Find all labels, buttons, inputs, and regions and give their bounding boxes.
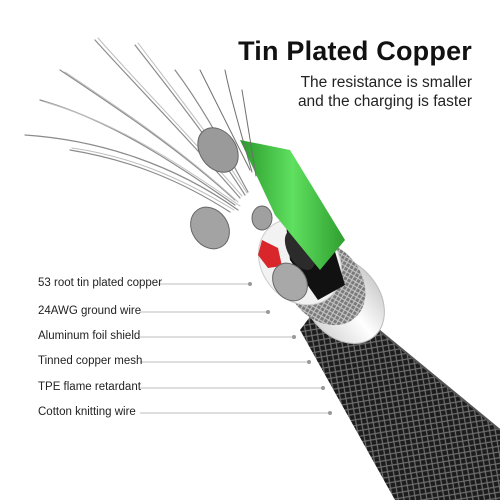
- callout-tin-plated-copper: 53 root tin plated copper: [38, 277, 163, 289]
- headline: Tin Plated Copper: [238, 36, 472, 66]
- callout-leaders: [140, 282, 332, 415]
- subtitle-line-1: The resistance is smaller: [300, 74, 472, 91]
- red-core: [258, 240, 282, 268]
- subtitle-line-2: and the charging is faster: [297, 93, 472, 110]
- callout-foil-shield: Aluminum foil shield: [38, 330, 141, 342]
- tin-plated-strands: [24, 37, 257, 213]
- callout-cotton-knitting: Cotton knitting wire: [38, 406, 136, 418]
- callout-tpe: TPE flame retardant: [38, 381, 141, 393]
- green-core: [240, 140, 345, 270]
- callout-copper-mesh: Tinned copper mesh: [38, 355, 143, 367]
- strand-bundles: [190, 127, 308, 302]
- callout-ground-wire: 24AWG ground wire: [38, 305, 142, 317]
